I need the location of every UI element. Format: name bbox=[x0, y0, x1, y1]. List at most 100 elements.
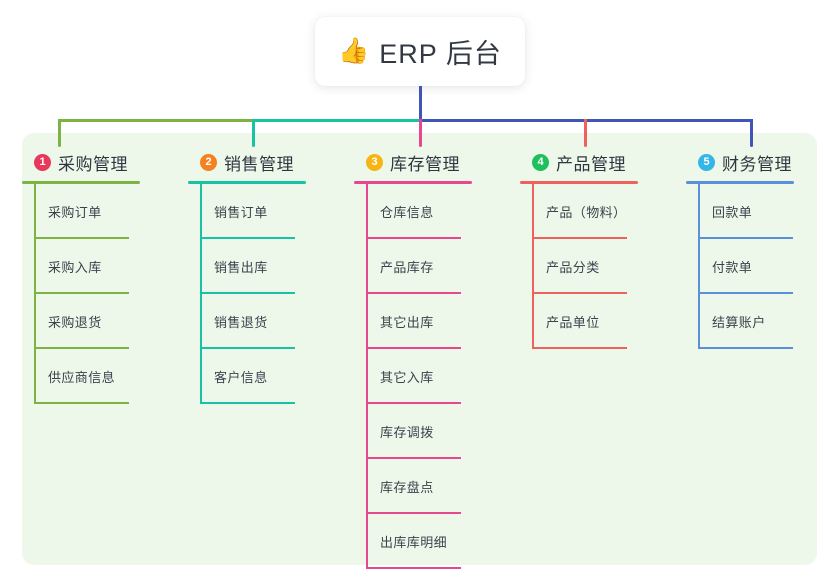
page-title: ERP 后台 bbox=[379, 39, 502, 69]
menu-item-label: 采购退货 bbox=[48, 315, 102, 330]
menu-item-underline bbox=[698, 237, 793, 239]
menu-item-underline bbox=[532, 292, 627, 294]
menu-item-label: 结算账户 bbox=[712, 315, 766, 330]
menu-item[interactable]: 采购订单 bbox=[34, 184, 182, 239]
menu-item[interactable]: 库存调拨 bbox=[366, 404, 514, 459]
menu-item[interactable]: 付款单 bbox=[698, 239, 836, 294]
column-title: 库存管理 bbox=[390, 154, 460, 174]
menu-item-label: 库存调拨 bbox=[380, 425, 434, 440]
menu-item[interactable]: 其它入库 bbox=[366, 349, 514, 404]
menu-item-underline bbox=[200, 237, 295, 239]
column-spine bbox=[34, 184, 36, 404]
column-header-采购管理[interactable]: 1 采购管理 bbox=[22, 147, 182, 177]
menu-item[interactable]: 供应商信息 bbox=[34, 349, 182, 404]
column-underline bbox=[22, 181, 140, 184]
menu-item-label: 采购订单 bbox=[48, 205, 102, 220]
column-underline bbox=[354, 181, 472, 184]
menu-item-underline bbox=[366, 567, 461, 569]
menu-item[interactable]: 销售退货 bbox=[200, 294, 348, 349]
menu-item-underline bbox=[698, 347, 793, 349]
root-node-card[interactable]: 👍 ERP 后台 bbox=[315, 17, 525, 86]
menu-item-label: 销售出库 bbox=[214, 260, 268, 275]
connector-drop-1 bbox=[58, 119, 61, 147]
menu-item-label: 付款单 bbox=[712, 260, 753, 275]
menu-item[interactable]: 出库库明细 bbox=[366, 514, 514, 569]
menu-item-label: 仓库信息 bbox=[380, 205, 434, 220]
menu-item[interactable]: 产品分类 bbox=[532, 239, 680, 294]
menu-item[interactable]: 采购退货 bbox=[34, 294, 182, 349]
column-title: 采购管理 bbox=[58, 154, 128, 174]
column-items: 采购订单采购入库采购退货供应商信息 bbox=[34, 184, 182, 404]
column-spine bbox=[698, 184, 700, 349]
column-index-badge: 1 bbox=[34, 153, 51, 171]
menu-item[interactable]: 产品库存 bbox=[366, 239, 514, 294]
menu-item-label: 库存盘点 bbox=[380, 480, 434, 495]
menu-item-underline bbox=[34, 292, 129, 294]
menu-item-label: 产品库存 bbox=[380, 260, 434, 275]
menu-item-label: 产品单位 bbox=[546, 315, 600, 330]
menu-item-underline bbox=[34, 237, 129, 239]
column-spine bbox=[532, 184, 534, 349]
menu-item-label: 出库库明细 bbox=[380, 535, 448, 550]
column-title: 销售管理 bbox=[224, 154, 294, 174]
menu-item-label: 客户信息 bbox=[214, 370, 268, 385]
menu-item-label: 其它出库 bbox=[380, 315, 434, 330]
connector-drop-3 bbox=[419, 119, 422, 147]
column-underline bbox=[686, 181, 794, 184]
column-库存管理: 3 库存管理仓库信息产品库存其它出库其它入库库存调拨库存盘点出库库明细 bbox=[354, 147, 514, 569]
column-index-badge: 3 bbox=[366, 153, 383, 171]
menu-item-label: 其它入库 bbox=[380, 370, 434, 385]
menu-item-label: 产品（物料） bbox=[546, 205, 627, 220]
menu-item-underline bbox=[532, 237, 627, 239]
menu-item[interactable]: 产品（物料） bbox=[532, 184, 680, 239]
column-underline bbox=[520, 181, 638, 184]
column-items: 产品（物料） 产品分类产品单位 bbox=[532, 184, 680, 349]
menu-item-label: 采购入库 bbox=[48, 260, 102, 275]
menu-item[interactable]: 采购入库 bbox=[34, 239, 182, 294]
connector-segment-1 bbox=[58, 119, 254, 122]
menu-item-underline bbox=[200, 347, 295, 349]
menu-item[interactable]: 结算账户 bbox=[698, 294, 836, 349]
menu-item-underline bbox=[34, 347, 129, 349]
menu-item-label: 销售退货 bbox=[214, 315, 268, 330]
column-index-badge: 4 bbox=[532, 153, 549, 171]
thumbs-up-icon: 👍 bbox=[338, 37, 370, 65]
menu-item[interactable]: 产品单位 bbox=[532, 294, 680, 349]
menu-item[interactable]: 仓库信息 bbox=[366, 184, 514, 239]
menu-item-label: 产品分类 bbox=[546, 260, 600, 275]
menu-item-underline bbox=[366, 237, 461, 239]
content-panel bbox=[22, 133, 817, 565]
column-underline bbox=[188, 181, 306, 184]
column-header-库存管理[interactable]: 3 库存管理 bbox=[354, 147, 514, 177]
menu-item[interactable]: 销售出库 bbox=[200, 239, 348, 294]
menu-item-underline bbox=[200, 292, 295, 294]
menu-item-underline bbox=[34, 402, 129, 404]
menu-item-label: 供应商信息 bbox=[48, 370, 116, 385]
trunk-connector bbox=[419, 86, 422, 119]
column-spine bbox=[366, 184, 368, 569]
column-spine bbox=[200, 184, 202, 404]
menu-item[interactable]: 客户信息 bbox=[200, 349, 348, 404]
column-index-badge: 5 bbox=[698, 153, 715, 171]
menu-item-underline bbox=[698, 292, 793, 294]
menu-item[interactable]: 销售订单 bbox=[200, 184, 348, 239]
menu-item-underline bbox=[366, 402, 461, 404]
column-items: 回款单付款单结算账户 bbox=[698, 184, 836, 349]
column-采购管理: 1 采购管理采购订单采购入库采购退货供应商信息 bbox=[22, 147, 182, 404]
connector-drop-2 bbox=[252, 119, 255, 147]
menu-item[interactable]: 回款单 bbox=[698, 184, 836, 239]
menu-item[interactable]: 其它出库 bbox=[366, 294, 514, 349]
connector-segment-2 bbox=[252, 119, 421, 122]
menu-item-underline bbox=[532, 347, 627, 349]
menu-item-underline bbox=[366, 292, 461, 294]
column-items: 仓库信息产品库存其它出库其它入库库存调拨库存盘点出库库明细 bbox=[366, 184, 514, 569]
menu-item[interactable]: 库存盘点 bbox=[366, 459, 514, 514]
menu-item-label: 销售订单 bbox=[214, 205, 268, 220]
menu-item-underline bbox=[366, 457, 461, 459]
menu-item-underline bbox=[366, 347, 461, 349]
